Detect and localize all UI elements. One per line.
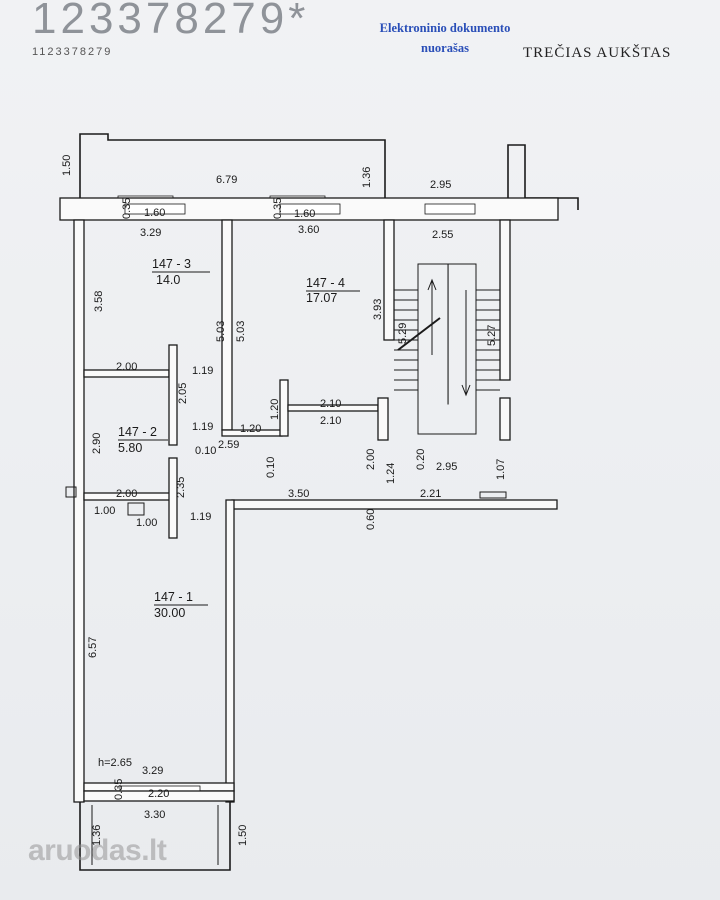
dim-label: 1.36 (91, 825, 103, 846)
room-147-2-id: 147 - 2 (118, 425, 157, 439)
dim-label: 2.90 (91, 433, 103, 454)
dim-label: 3.58 (93, 291, 105, 312)
stamp-line-1: Elektroninio dokumento (379, 21, 511, 35)
dim-label: 0.60 (365, 509, 377, 530)
dim-label: 5.03 (215, 321, 227, 342)
room-147-1-area: 30.00 (154, 606, 185, 620)
dim-label: 1.60 (294, 208, 315, 220)
stamp-line-2: nuorašas (421, 41, 469, 55)
top-balcony (79, 133, 386, 205)
dim-label: 1.07 (495, 459, 507, 480)
dim-label: 1.50 (61, 155, 73, 176)
floor-title: TREČIAS AUKŠTAS (523, 45, 672, 61)
dim-label: 6.79 (216, 174, 237, 186)
room-147-3-area: 14.0 (156, 273, 180, 287)
dim-label: 1.36 (361, 167, 373, 188)
dim-label: 1.20 (269, 399, 281, 420)
dim-label: 1.00 (94, 505, 115, 517)
dim-label: 6.57 (87, 637, 99, 658)
dim-label: 2.00 (116, 361, 137, 373)
dim-label: 1.20 (240, 423, 261, 435)
dim-label: 1.50 (237, 825, 249, 846)
dim-label: 1.60 (144, 207, 165, 219)
dim-label: 0.20 (415, 449, 427, 470)
dim-label: 3.93 (372, 299, 384, 320)
dim-label: 1.19 (192, 421, 213, 433)
dim-label: 1.24 (385, 463, 397, 484)
electronic-copy-stamp: Elektroninio dokumento nuorašas (360, 18, 530, 58)
dim-label: 2.00 (116, 488, 137, 500)
dim-label: 2.10 (320, 398, 341, 410)
site-watermark: aruodas.lt (28, 834, 167, 867)
dim-label: h=2.65 (98, 757, 132, 769)
dim-label: 3.60 (298, 224, 319, 236)
dim-label: 5.03 (235, 321, 247, 342)
room-147-1-id: 147 - 1 (154, 590, 193, 604)
dim-label: 2.95 (430, 179, 451, 191)
dimension-labels: 1.50 6.79 1.36 2.95 0.35 1.60 0.35 1.60 … (61, 155, 507, 846)
dim-label: 2.21 (420, 488, 441, 500)
room-147-4-id: 147 - 4 (306, 276, 345, 290)
document-number-small: 1123378279 (32, 46, 113, 58)
dim-label: 1.19 (192, 365, 213, 377)
dim-label: 2.59 (218, 439, 239, 451)
dim-label: 3.29 (142, 765, 163, 777)
dim-label: 0.10 (265, 457, 277, 478)
dim-label: 3.29 (140, 227, 161, 239)
dim-label: 2.55 (432, 229, 453, 241)
staircase (394, 263, 500, 435)
dim-label: 5.27 (486, 325, 498, 346)
dim-label: 1.19 (190, 511, 211, 523)
dim-label: 2.05 (177, 383, 189, 404)
dim-label: 2.10 (320, 415, 341, 427)
room-147-2-area: 5.80 (118, 441, 142, 455)
dim-label: 3.50 (288, 488, 309, 500)
room-147-4-area: 17.07 (306, 291, 337, 305)
dim-label: 0.10 (195, 445, 216, 457)
dim-label: 5.29 (397, 323, 409, 344)
dim-label: 0.35 (272, 198, 284, 219)
dim-label: 0.35 (113, 779, 125, 800)
dim-label: 2.35 (175, 477, 187, 498)
dim-label: 2.20 (148, 788, 169, 800)
room-147-3-id: 147 - 3 (152, 257, 191, 271)
dim-label: 0.35 (121, 198, 133, 219)
dim-label: 2.95 (436, 461, 457, 473)
dim-label: 1.00 (136, 517, 157, 529)
outer-walls (59, 197, 559, 803)
dim-label: 2.00 (365, 449, 377, 470)
dim-label: 3.30 (144, 809, 165, 821)
document-number-large: 123378279* (32, 0, 310, 43)
